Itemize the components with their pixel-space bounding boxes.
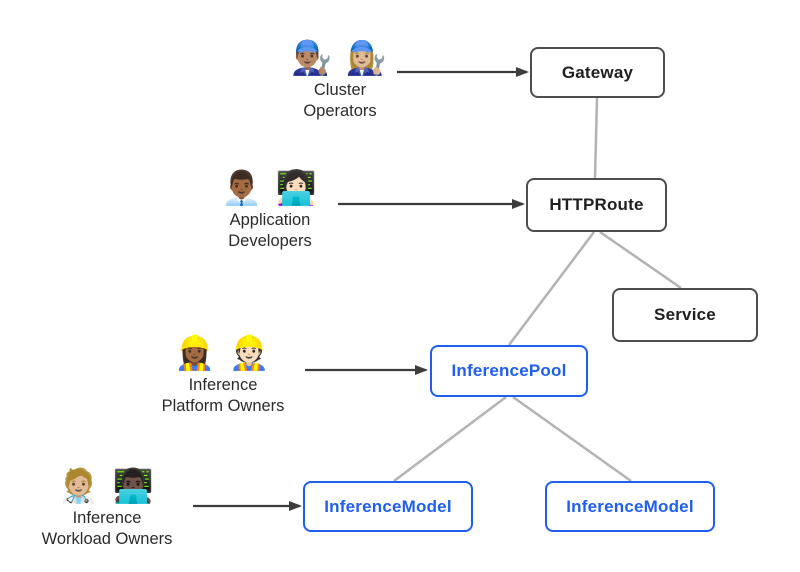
node-inferencemodel-right-label: InferenceModel — [566, 496, 694, 516]
persona-label-line2: Developers — [228, 232, 312, 250]
node-service-label: Service — [654, 305, 716, 324]
node-gateway-label: Gateway — [561, 62, 634, 82]
node-httproute: HTTPRoute — [526, 178, 667, 232]
node-inferencemodel-left: InferenceModel — [303, 481, 473, 532]
health-worker-technologist-emoji-pair: 🧑🏼‍⚕️ 👨🏿‍💻 — [58, 467, 156, 504]
node-inferencepool-label: InferencePool — [451, 361, 567, 380]
node-service: Service — [612, 288, 758, 342]
persona-application-developers: 👨🏾‍💼 👩🏻‍💻 Application Developers — [190, 166, 350, 252]
edge-gateway-httproute — [593, 97, 599, 179]
persona-inference-platform-owners: 👷🏾‍♀️ 👷🏻 Inference Platform Owners — [138, 331, 308, 417]
office-worker-technologist-emoji-pair: 👨🏾‍💼 👩🏻‍💻 — [221, 169, 319, 206]
persona-label-line2: Platform Owners — [161, 397, 285, 415]
edge-httproute-service — [599, 230, 682, 290]
node-inferencemodel-right: InferenceModel — [545, 481, 715, 532]
node-inferencepool: InferencePool — [430, 345, 588, 397]
mechanic-emoji-pair: 👨🏽‍🔧 👩🏼‍🔧 — [291, 39, 389, 76]
node-httproute-label: HTTPRoute — [549, 195, 644, 214]
node-gateway: Gateway — [530, 47, 665, 98]
persona-inference-workload-owners: 🧑🏼‍⚕️ 👨🏿‍💻 Inference Workload Owners — [22, 464, 192, 550]
persona-label-line1: Inference — [188, 376, 258, 394]
construction-worker-emoji-pair: 👷🏾‍♀️ 👷🏻 — [174, 334, 272, 371]
node-inferencemodel-left-label: InferenceModel — [324, 496, 452, 516]
persona-label-line1: Inference — [72, 509, 142, 527]
persona-label-line2: Operators — [303, 102, 377, 120]
edge-inferencepool-inferencemodel-left — [393, 396, 507, 482]
persona-label-line1: Application — [229, 211, 311, 229]
edge-inferencepool-inferencemodel-right — [512, 395, 632, 483]
edge-httproute-inferencepool — [508, 231, 595, 346]
persona-label-line2: Workload Owners — [41, 530, 173, 548]
persona-label-line1: Cluster — [313, 81, 367, 99]
persona-cluster-operators: 👨🏽‍🔧 👩🏼‍🔧 Cluster Operators — [260, 36, 420, 122]
